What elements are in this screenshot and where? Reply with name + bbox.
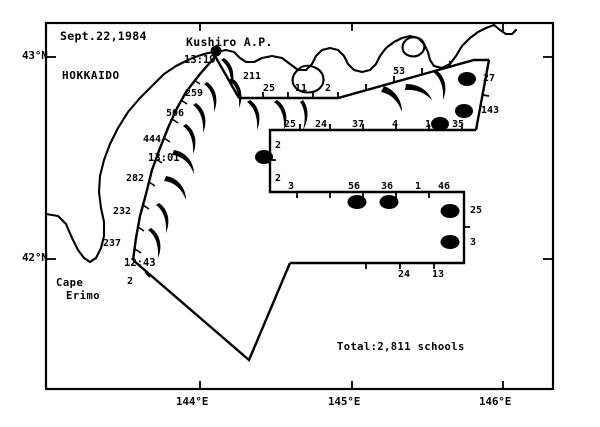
count-label-midbot-2: 36 <box>381 181 394 192</box>
x-tick-label-144e: 144°E <box>176 395 209 408</box>
count-label-midtop-5: 35 <box>452 119 465 130</box>
kushiro-airport-marker <box>210 45 222 57</box>
count-label-north-2: 2 <box>325 83 332 94</box>
track-tick-marks-south-box <box>365 226 470 269</box>
survey-track-kushiro-leg <box>213 55 241 99</box>
region-label: HOKKAIDO <box>62 69 120 82</box>
cape-erimo-label-line1: Cape <box>56 277 84 289</box>
y-tick-label-43n: 43°N <box>22 49 48 62</box>
count-label-southbot-0: 24 <box>398 269 411 280</box>
count-label-midleft-0: 2 <box>275 140 282 151</box>
kushiro-airport-label: Kushiro A.P. <box>186 35 273 49</box>
count-label-coastal-0: 259 <box>185 88 204 99</box>
sighting-ellipses-northeast <box>431 72 476 131</box>
track-tick-marks-east-edge <box>482 94 490 97</box>
count-label-kushiro-0: 211 <box>243 71 262 82</box>
count-label-ne-1: 143 <box>481 105 500 116</box>
count-label-midtop-0: 25 <box>284 119 297 130</box>
count-label-coastal-5: 237 <box>103 238 122 249</box>
y-tick-label-42n: 42°N <box>22 251 48 264</box>
survey-track-south-box <box>290 190 466 265</box>
sighting-crescents-kushiro-leg <box>221 58 242 108</box>
count-label-coastal-1: 506 <box>166 108 185 119</box>
survey-track-north-transect <box>239 58 489 100</box>
time-label-1301: 13:01 <box>148 152 180 164</box>
cape-erimo-label-line2: Erimo <box>66 290 101 302</box>
sighting-ellipses-south <box>440 204 460 249</box>
count-label-midtop-3: 4 <box>392 119 399 130</box>
axis-ticks <box>46 23 553 389</box>
count-label-midbot-0: 3 <box>288 181 295 192</box>
track-tick-marks-north <box>262 61 451 98</box>
track-tick-marks-return <box>144 271 151 278</box>
survey-track-return-leg <box>132 259 292 362</box>
time-label-1243: 12:43 <box>124 257 156 269</box>
count-label-southright-0: 25 <box>470 205 483 216</box>
total-schools-label: Total:2,811 schools <box>337 341 465 353</box>
time-label-1319: 13:19 <box>184 54 216 66</box>
count-label-coastal-6: 2 <box>127 276 134 287</box>
count-label-north-3: 53 <box>393 66 406 77</box>
survey-track-east-edge <box>474 59 491 131</box>
count-label-southright-1: 3 <box>470 237 477 248</box>
count-label-midtop-2: 37 <box>352 119 365 130</box>
count-label-midbot-4: 46 <box>438 181 451 192</box>
sighting-crescents-north <box>247 70 446 130</box>
count-label-midtop-4: 1 <box>425 119 432 130</box>
count-label-ne-0: 27 <box>483 73 496 84</box>
track-tick-marks-middle-box <box>270 124 463 198</box>
survey-track-coastal <box>131 57 215 261</box>
count-label-midbot-1: 56 <box>348 181 361 192</box>
date-label: Sept.22,1984 <box>60 29 147 43</box>
sighting-ellipses-middle <box>255 150 399 209</box>
sighting-crescents-coastal <box>148 82 217 258</box>
x-tick-label-146e: 146°E <box>479 395 512 408</box>
count-label-midtop-1: 24 <box>315 119 328 130</box>
count-label-midbot-3: 1 <box>415 181 422 192</box>
hokkaido-coastline <box>44 23 518 264</box>
count-label-north-0: 25 <box>263 83 276 94</box>
track-tick-marks-coastal <box>134 79 201 254</box>
count-label-north-1: 11 <box>295 83 308 94</box>
count-label-southbot-1: 13 <box>432 269 445 280</box>
plot-frame <box>44 21 555 391</box>
count-label-coastal-3: 282 <box>126 173 145 184</box>
count-label-midleft-1: 2 <box>275 173 282 184</box>
count-label-coastal-2: 444 <box>143 134 162 145</box>
count-label-coastal-4: 232 <box>113 206 132 217</box>
x-tick-label-145e: 145°E <box>328 395 361 408</box>
